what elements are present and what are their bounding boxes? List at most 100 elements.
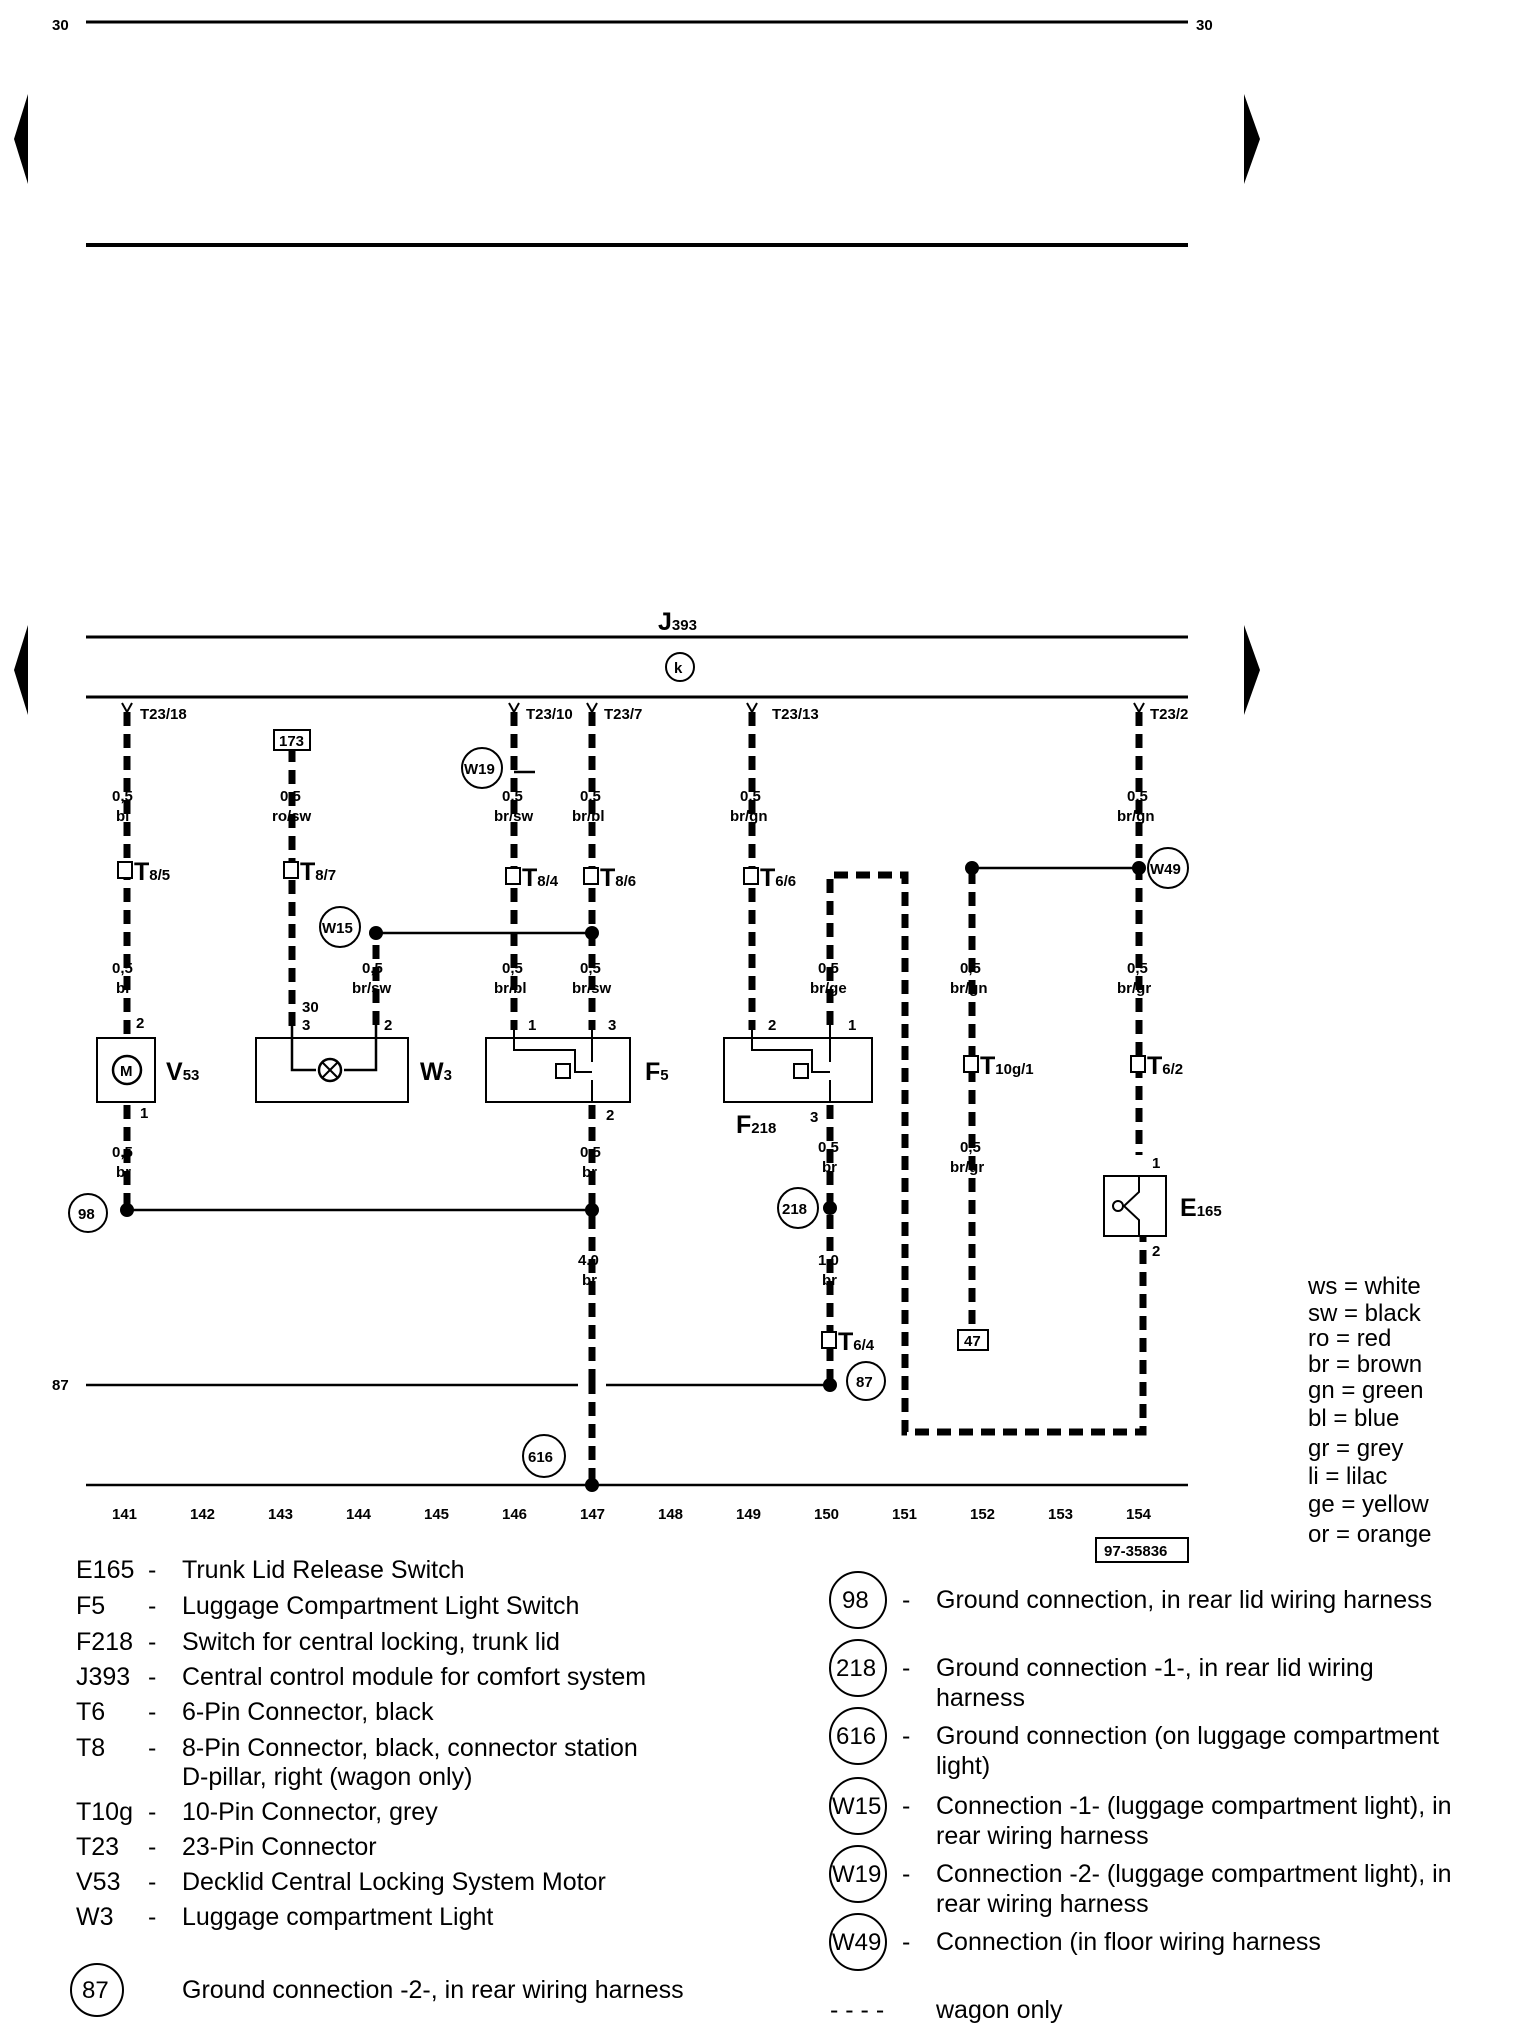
line-87-label: 87 [52, 1377, 69, 1394]
svg-text:T6/6: T6/6 [760, 864, 796, 892]
svg-text:152: 152 [970, 1506, 995, 1523]
svg-text:harness: harness [936, 1684, 1025, 1712]
svg-text:2: 2 [1152, 1243, 1160, 1260]
svg-text:149: 149 [736, 1506, 761, 1523]
connector-t8-6: T8/6 [583, 864, 636, 892]
svg-text:T6/4: T6/4 [838, 1328, 875, 1356]
svg-text:616: 616 [528, 1449, 553, 1466]
svg-text:Luggage compartment Light: Luggage compartment Light [182, 1903, 493, 1931]
svg-text:Luggage Compartment Light Swit: Luggage Compartment Light Switch [182, 1592, 579, 1620]
svg-text:T6: T6 [76, 1698, 105, 1726]
svg-text:F5: F5 [76, 1592, 105, 1620]
svg-text:-: - [148, 1663, 156, 1691]
f218-switch: F218 2 1 3 [723, 1017, 873, 1139]
svg-text:br = brown: br = brown [1308, 1351, 1422, 1378]
svg-text:br/gn: br/gn [730, 808, 768, 825]
v53-motor: M V53 2 1 [96, 1015, 199, 1122]
prev-page-arrow-icon [14, 94, 28, 184]
svg-text:-: - [148, 1868, 156, 1896]
svg-text:146: 146 [502, 1506, 527, 1523]
svg-text:0,5: 0,5 [1127, 788, 1148, 805]
svg-text:87: 87 [82, 1977, 109, 2004]
svg-text:Ground connection, in rear lid: Ground connection, in rear lid wiring ha… [936, 1586, 1432, 1614]
svg-text:T8/7: T8/7 [300, 858, 336, 886]
svg-text:br: br [582, 1272, 597, 1289]
svg-text:rear wiring harness: rear wiring harness [936, 1822, 1149, 1850]
svg-text:2: 2 [768, 1017, 776, 1034]
svg-text:Central control module for com: Central control module for comfort syste… [182, 1663, 646, 1691]
svg-text:Trunk Lid Release Switch: Trunk Lid Release Switch [182, 1556, 465, 1584]
svg-text:4.0: 4.0 [578, 1252, 599, 1269]
svg-text:141: 141 [112, 1506, 137, 1523]
wagon-only-note: - - - - wagon only [830, 1996, 1063, 2024]
svg-text:Ground connection (on luggage: Ground connection (on luggage compartmen… [936, 1722, 1439, 1750]
svg-text:T8/4: T8/4 [522, 864, 559, 892]
svg-text:gr = grey: gr = grey [1308, 1435, 1403, 1462]
svg-text:0,5: 0,5 [502, 788, 523, 805]
svg-text:1: 1 [528, 1017, 536, 1034]
svg-text:144: 144 [346, 1506, 372, 1523]
svg-text:W49: W49 [1150, 861, 1181, 878]
connection-w19: W19 [461, 747, 503, 789]
svg-text:0,5: 0,5 [280, 788, 301, 805]
svg-text:-: - [902, 1928, 910, 1956]
next-page-arrow-icon [1244, 94, 1260, 184]
svg-text:bl = blue: bl = blue [1308, 1405, 1399, 1432]
svg-text:T23/7: T23/7 [604, 706, 642, 723]
svg-text:M: M [120, 1063, 133, 1080]
svg-text:W15: W15 [832, 1793, 881, 1820]
svg-text:br/gn: br/gn [950, 980, 988, 997]
svg-text:154: 154 [1126, 1506, 1152, 1523]
svg-text:E165: E165 [76, 1556, 134, 1584]
module-symbol-label: k [674, 660, 683, 677]
svg-text:F218: F218 [76, 1628, 133, 1656]
svg-text:0,5: 0,5 [960, 1139, 981, 1156]
svg-text:br: br [582, 1164, 597, 1181]
svg-text:br: br [822, 1272, 837, 1289]
svg-text:T23: T23 [76, 1833, 119, 1861]
svg-text:V53: V53 [166, 1058, 199, 1086]
svg-text:bl: bl [116, 808, 129, 825]
svg-text:Switch for central locking, tr: Switch for central locking, trunk lid [182, 1628, 560, 1656]
svg-text:-: - [902, 1722, 910, 1750]
ground-616: 616 [522, 1434, 566, 1478]
svg-text:Connection -1- (luggage compar: Connection -1- (luggage compartment ligh… [936, 1792, 1452, 1820]
pin-149: T23/13 [746, 702, 819, 723]
svg-text:gn = green: gn = green [1308, 1377, 1423, 1404]
svg-text:br/bl: br/bl [572, 808, 605, 825]
svg-text:br: br [116, 1164, 131, 1181]
svg-text:ro = red: ro = red [1308, 1325, 1391, 1352]
svg-text:147: 147 [580, 1506, 605, 1523]
svg-text:T10g/1: T10g/1 [980, 1052, 1034, 1080]
color-code-legend: ws = white sw = black ro = red br = brow… [1307, 1273, 1431, 1548]
f5-switch: F5 1 3 2 [485, 1017, 669, 1124]
svg-text:1: 1 [1152, 1155, 1160, 1172]
connector-t8-5: T8/5 [117, 858, 170, 886]
svg-text:light): light) [936, 1752, 990, 1780]
doc-code-box [1095, 1537, 1189, 1563]
svg-text:or = orange: or = orange [1308, 1521, 1431, 1548]
svg-text:-: - [902, 1792, 910, 1820]
svg-text:0,5: 0,5 [112, 788, 133, 805]
module-name: J393 [658, 608, 697, 636]
svg-text:li = lilac: li = lilac [1308, 1463, 1387, 1490]
svg-text:150: 150 [814, 1506, 839, 1523]
e165-switch: E165 1 2 [1103, 1155, 1222, 1260]
svg-text:1,0: 1,0 [818, 1252, 839, 1269]
svg-text:-: - [148, 1628, 156, 1656]
svg-text:0,5: 0,5 [818, 960, 839, 977]
svg-text:2: 2 [136, 1015, 144, 1032]
svg-text:-: - [902, 1860, 910, 1888]
svg-text:F218: F218 [736, 1111, 776, 1139]
next-arrow-icon [1244, 625, 1260, 715]
svg-text:ge = yellow: ge = yellow [1308, 1491, 1429, 1518]
svg-text:T10g: T10g [76, 1798, 133, 1826]
page-number-right: 30 [1196, 17, 1213, 34]
connector-t8-4: T8/4 [505, 864, 559, 892]
svg-text:ro/sw: ro/sw [272, 808, 312, 825]
connection-w15: W15 [319, 906, 361, 948]
svg-text:W3: W3 [76, 1903, 114, 1931]
svg-text:30: 30 [302, 999, 319, 1016]
ref-173: 173 [279, 733, 304, 750]
